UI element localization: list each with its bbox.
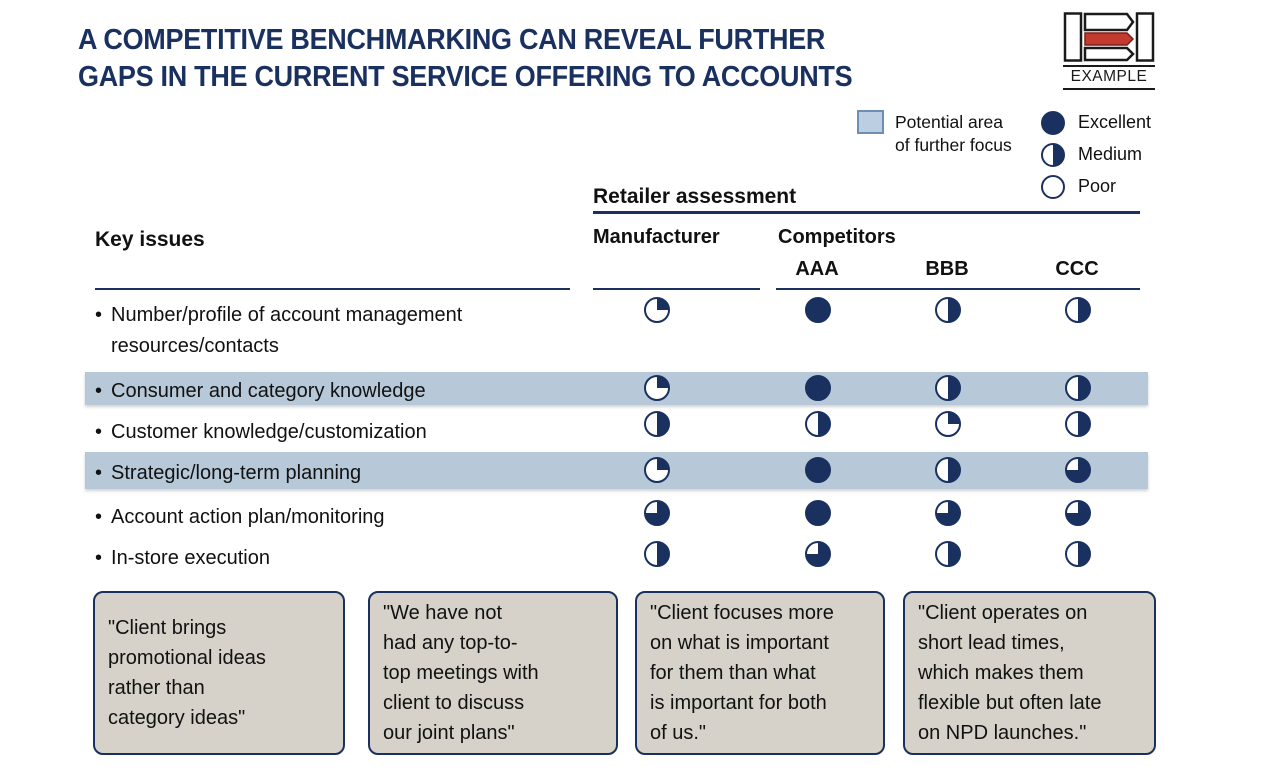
row-label: Strategic/long-term planning bbox=[111, 462, 362, 484]
harvey-ball-icon bbox=[805, 541, 831, 567]
harvey-ball-icon bbox=[644, 541, 670, 567]
quote-text: "Client focuses more on what is importan… bbox=[650, 602, 834, 744]
highlight-band-consumer-knowledge bbox=[85, 372, 1148, 405]
table-row: • Number/profile of account management r… bbox=[95, 300, 462, 362]
harvey-ball-icon bbox=[644, 500, 670, 526]
table-row: • Account action plan/monitoring bbox=[95, 502, 385, 533]
competitor-ccc-header: CCC bbox=[1055, 258, 1099, 280]
bullet-icon: • bbox=[95, 380, 103, 402]
bullet-icon: • bbox=[95, 462, 103, 484]
retailer-assessment-underline bbox=[593, 211, 1140, 214]
harvey-ball-icon bbox=[805, 297, 831, 323]
quote-text: "Client operates on short lead times, wh… bbox=[918, 602, 1102, 744]
quote-box: "Client focuses more on what is importan… bbox=[635, 591, 885, 755]
row-label: Customer knowledge/customization bbox=[111, 421, 427, 443]
key-issues-underline bbox=[95, 288, 570, 290]
competitors-underline bbox=[776, 288, 1140, 290]
bullet-icon: • bbox=[95, 304, 103, 326]
harvey-ball-icon bbox=[1065, 375, 1091, 401]
medium-label: Medium bbox=[1078, 144, 1143, 164]
harvey-ball-icon bbox=[1065, 411, 1091, 437]
bullet-icon: • bbox=[95, 547, 103, 569]
company-logo: EXAMPLE bbox=[1063, 12, 1155, 90]
harvey-ball-icon bbox=[1065, 500, 1091, 526]
focus-area-swatch bbox=[857, 110, 884, 134]
harvey-ball-icon bbox=[1065, 297, 1091, 323]
row-label: Account action plan/monitoring bbox=[111, 506, 385, 528]
harvey-ball-icon bbox=[805, 411, 831, 437]
row-label: In-store execution bbox=[111, 547, 270, 569]
page-title-line1: A COMPETITIVE BENCHMARKING CAN REVEAL FU… bbox=[78, 24, 826, 56]
quote-box: "Client operates on short lead times, wh… bbox=[903, 591, 1156, 755]
focus-area-label: Potential area of further focus bbox=[895, 112, 1012, 155]
harvey-ball-icon bbox=[644, 375, 670, 401]
harvey-ball-icon bbox=[935, 500, 961, 526]
table-row: • In-store execution bbox=[95, 543, 270, 574]
bullet-icon: • bbox=[95, 421, 103, 443]
excellent-harvey-ball-icon bbox=[1041, 111, 1065, 135]
harvey-ball-icon bbox=[1065, 541, 1091, 567]
harvey-ball-icon bbox=[935, 541, 961, 567]
table-row: • Strategic/long-term planning bbox=[95, 458, 361, 489]
logo-icon bbox=[1063, 12, 1155, 62]
poor-label: Poor bbox=[1078, 176, 1117, 196]
page-title: A COMPETITIVE BENCHMARKING CAN REVEAL FU… bbox=[78, 22, 1008, 96]
harvey-ball-icon bbox=[644, 297, 670, 323]
manufacturer-column-header: Manufacturer bbox=[593, 226, 720, 248]
harvey-ball-icon bbox=[805, 457, 831, 483]
harvey-ball-icon bbox=[805, 375, 831, 401]
harvey-ball-icon bbox=[935, 297, 961, 323]
row-label: Number/profile of account management res… bbox=[111, 304, 463, 357]
quote-box: "Client brings promotional ideas rather … bbox=[93, 591, 345, 755]
quote-text: "We have not had any top-to- top meeting… bbox=[383, 602, 539, 744]
quote-box: "We have not had any top-to- top meeting… bbox=[368, 591, 618, 755]
manufacturer-underline bbox=[593, 288, 760, 290]
harvey-ball-icon bbox=[644, 457, 670, 483]
harvey-ball-icon bbox=[1065, 457, 1091, 483]
table-row: • Customer knowledge/customization bbox=[95, 417, 427, 448]
poor-harvey-ball-icon bbox=[1041, 175, 1065, 199]
bullet-icon: • bbox=[95, 506, 103, 528]
key-issues-heading: Key issues bbox=[95, 228, 205, 251]
excellent-label: Excellent bbox=[1078, 112, 1152, 132]
harvey-ball-icon bbox=[935, 375, 961, 401]
quote-text: "Client brings promotional ideas rather … bbox=[108, 617, 266, 729]
medium-harvey-ball-icon bbox=[1041, 143, 1065, 167]
table-row: • Consumer and category knowledge bbox=[95, 376, 426, 407]
harvey-ball-icon bbox=[805, 500, 831, 526]
harvey-ball-icon bbox=[935, 457, 961, 483]
highlight-band-strategic-planning bbox=[85, 452, 1148, 489]
competitors-column-header: Competitors bbox=[778, 226, 896, 248]
harvey-ball-icon bbox=[935, 411, 961, 437]
row-label: Consumer and category knowledge bbox=[111, 380, 426, 402]
competitor-bbb-header: BBB bbox=[925, 258, 969, 280]
example-label: EXAMPLE bbox=[1063, 65, 1155, 90]
competitor-aaa-header: AAA bbox=[795, 258, 839, 280]
retailer-assessment-heading: Retailer assessment bbox=[593, 185, 797, 208]
harvey-ball-icon bbox=[644, 411, 670, 437]
page-title-line2: GAPS IN THE CURRENT SERVICE OFFERING TO … bbox=[78, 61, 853, 93]
